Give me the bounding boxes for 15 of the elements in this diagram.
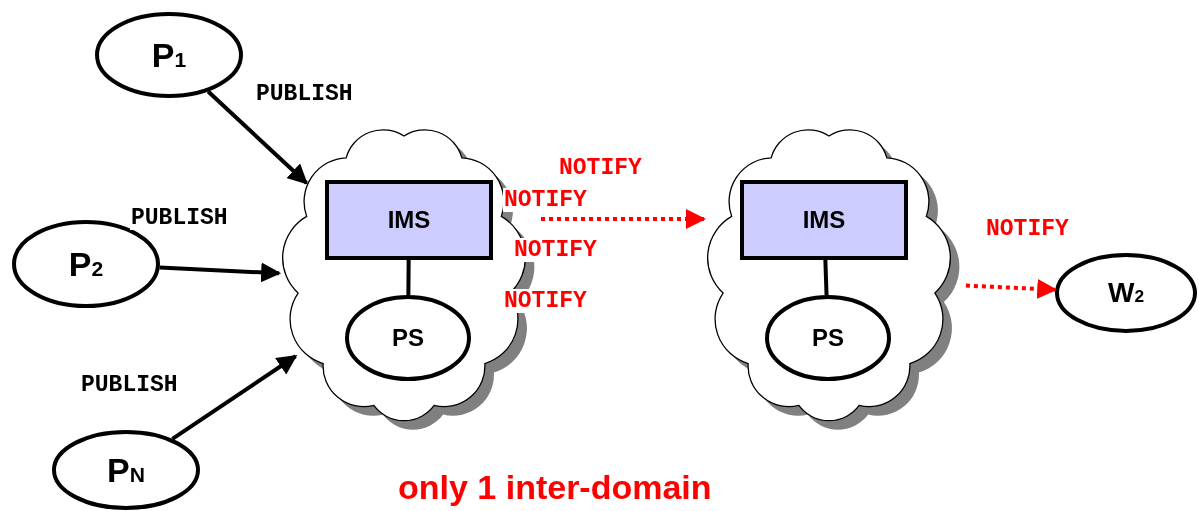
message-label: NOTIFY [503, 188, 588, 212]
node-label: PS [391, 324, 425, 352]
node-label: PS [811, 324, 845, 352]
message-label: NOTIFY [513, 238, 598, 262]
arrow [206, 90, 308, 185]
node-label: IMS [801, 206, 847, 234]
arrow [171, 354, 298, 441]
connector-line [823, 259, 829, 296]
node-label: IMS [386, 206, 432, 234]
arrow [541, 209, 706, 229]
message-label: NOTIFY [503, 289, 588, 313]
connector-line [406, 260, 411, 296]
arrow [159, 262, 282, 283]
note-text: only 1 inter-domain [398, 468, 712, 506]
edge-label: PUBLISH [130, 206, 229, 230]
